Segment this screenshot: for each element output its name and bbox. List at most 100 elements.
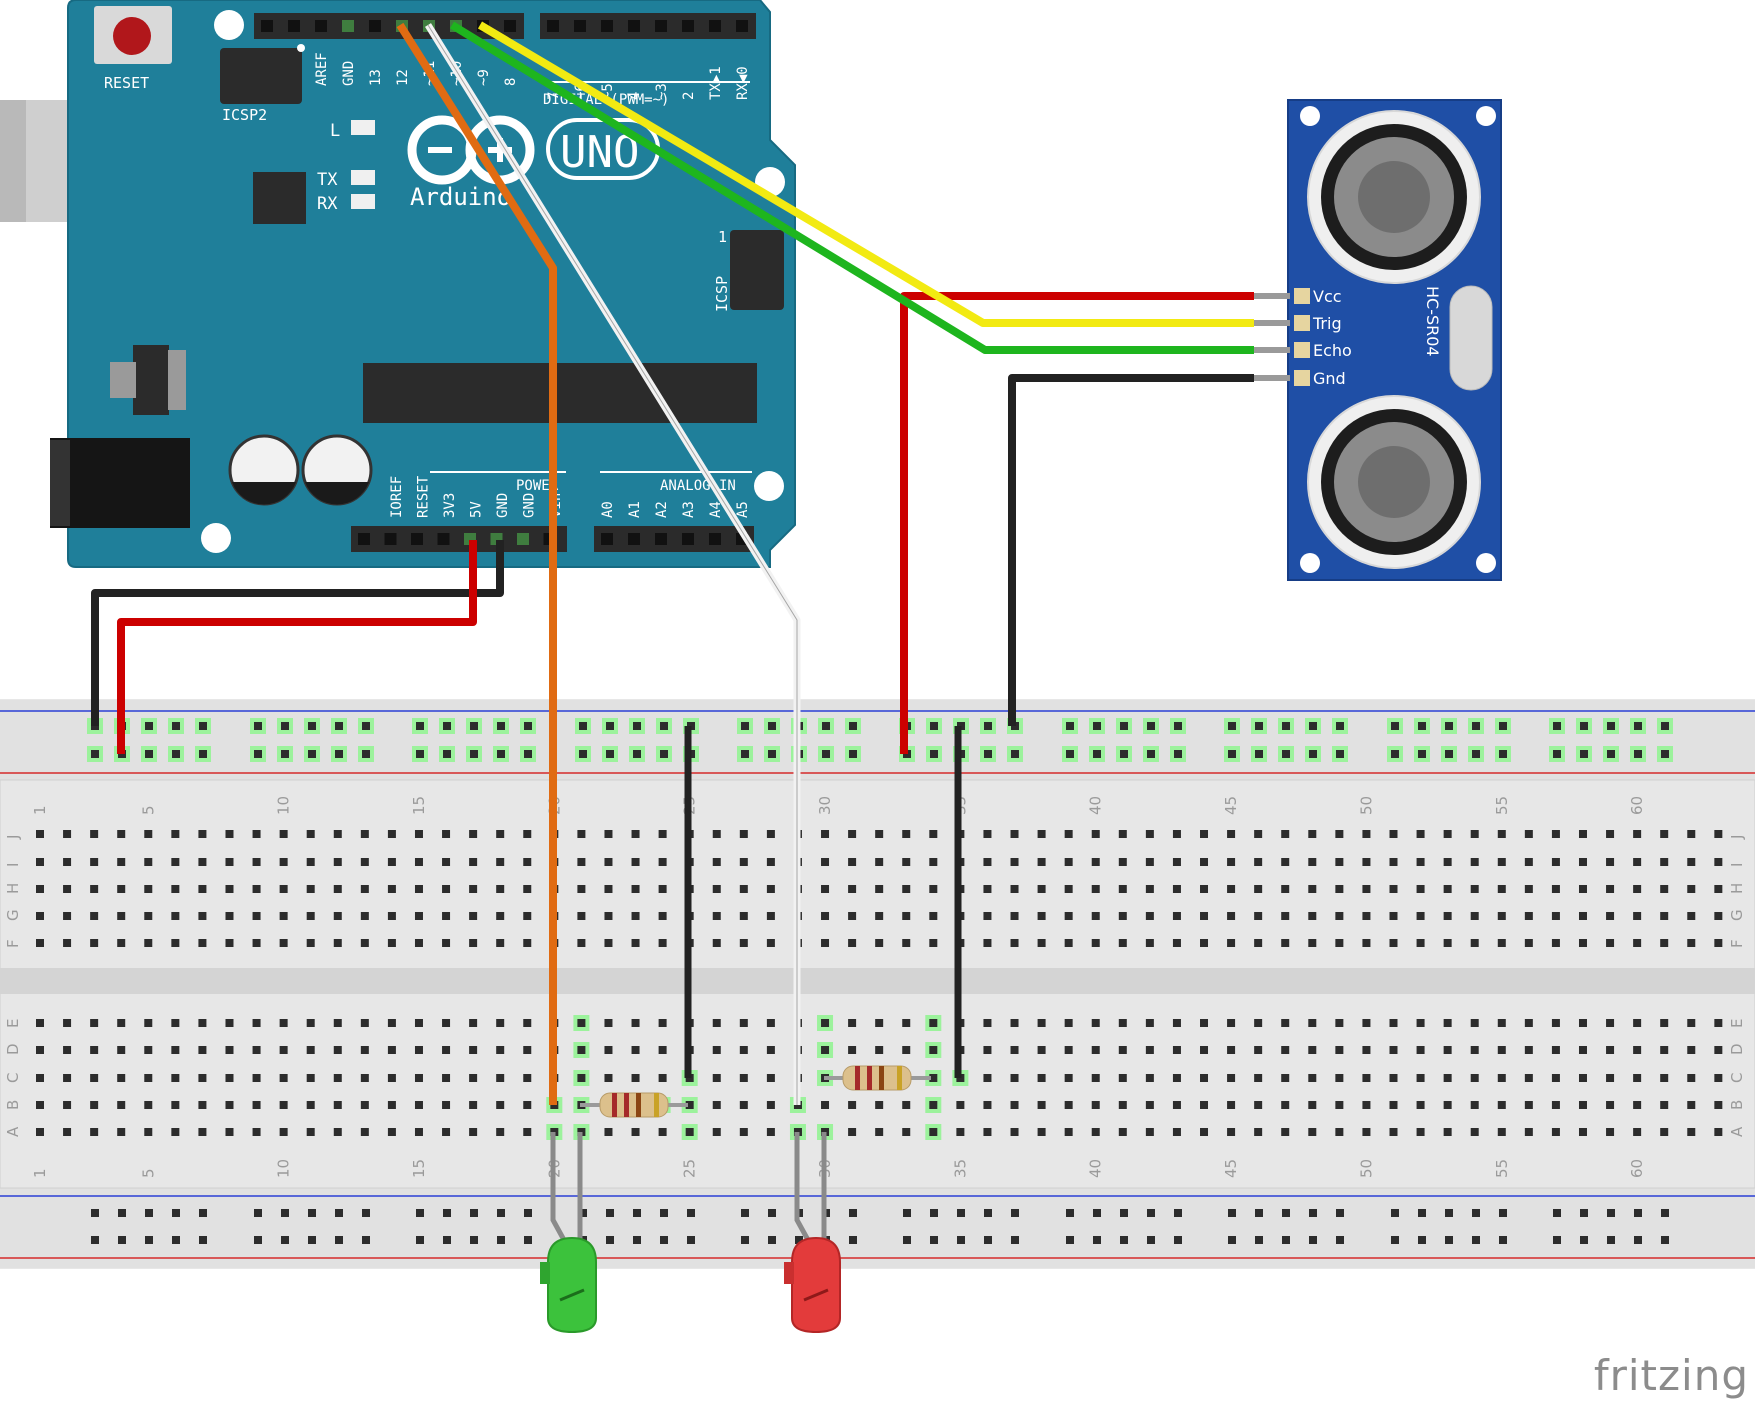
breadboard-hole — [333, 885, 342, 893]
analog-pin-hole[interactable] — [709, 533, 721, 545]
breadboard-hole — [1308, 939, 1317, 947]
power-pin-hole[interactable] — [384, 533, 397, 545]
breadboard-hole — [1524, 939, 1533, 947]
sensor-pin-pad[interactable] — [1294, 342, 1310, 358]
row-letter: F — [4, 939, 22, 948]
rail-hole — [1580, 1236, 1588, 1244]
breadboard-hole — [875, 1101, 884, 1109]
breadboard-hole — [604, 912, 613, 920]
digital-pin-hole[interactable] — [547, 20, 559, 32]
rail-hole — [1336, 722, 1344, 730]
power-pin-label: GND — [495, 493, 511, 518]
breadboard-hole — [1254, 1074, 1263, 1082]
breadboard-hole — [1335, 912, 1344, 920]
breadboard-hole — [1064, 1074, 1073, 1082]
digital-pin-hole[interactable] — [261, 20, 273, 32]
rail-hole — [362, 750, 370, 758]
breadboard-hole — [1578, 1101, 1587, 1109]
rail-hole — [984, 750, 992, 758]
rail-hole — [606, 1236, 614, 1244]
breadboard-hole — [360, 1074, 369, 1082]
rail-hole — [1661, 1236, 1669, 1244]
breadboard-hole — [496, 885, 505, 893]
digital-pin-hole[interactable] — [736, 20, 748, 32]
breadboard-hole — [1010, 830, 1019, 838]
breadboard-hole — [1687, 939, 1696, 947]
breadboard-hole — [90, 912, 99, 920]
power-header — [351, 526, 567, 552]
sensor-pin-pad[interactable] — [1294, 288, 1310, 304]
breadboard-hole — [306, 1074, 315, 1082]
breadboard-hole — [739, 1046, 748, 1054]
breadboard-hole — [306, 1101, 315, 1109]
power-pin-hole[interactable] — [517, 533, 529, 545]
breadboard-hole — [90, 1128, 99, 1136]
rail-hole — [362, 1236, 370, 1244]
breadboard-hole — [1687, 1101, 1696, 1109]
rail-hole — [1472, 1209, 1480, 1217]
breadboard-hole — [36, 1128, 44, 1136]
rail-hole — [1499, 722, 1507, 730]
digital-pin-hole[interactable] — [601, 20, 613, 32]
breadboard-hole — [1714, 1019, 1723, 1027]
breadboard-hole — [1227, 1019, 1236, 1027]
transducer-top — [1307, 110, 1481, 284]
digital-pin-hole[interactable] — [574, 20, 586, 32]
power-pin-hole[interactable] — [358, 533, 370, 545]
breadboard-hole — [1172, 1101, 1181, 1109]
digital-pin-hole[interactable] — [628, 20, 640, 32]
analog-pin-hole[interactable] — [628, 533, 640, 545]
digital-pin-hole[interactable] — [369, 20, 381, 32]
digital-pin-hole[interactable] — [315, 20, 327, 32]
power-pin-hole[interactable] — [437, 533, 450, 545]
rail-hole — [1093, 722, 1101, 730]
analog-pin-hole[interactable] — [682, 533, 694, 545]
breadboard-hole — [1172, 939, 1181, 947]
digital-pin-hole[interactable] — [682, 20, 694, 32]
breadboard-hole — [1254, 1046, 1263, 1054]
wire-pin12-green-led — [396, 22, 557, 1105]
breadboard-hole — [1687, 1128, 1696, 1136]
breadboard-hole — [387, 912, 396, 920]
power-pin-hole[interactable] — [411, 533, 423, 545]
breadboard-hole — [1145, 1074, 1154, 1082]
breadboard-hole — [766, 912, 775, 920]
rail-hole — [1472, 750, 1480, 758]
digital-pin-label: RX◀0 — [735, 66, 751, 100]
analog-pin-hole[interactable] — [655, 533, 667, 545]
breadboard-hole — [1010, 885, 1019, 893]
breadboard-hole — [1416, 1101, 1425, 1109]
analog-pin-hole[interactable] — [601, 533, 613, 545]
breadboard-hole — [360, 830, 369, 838]
digital-pin-hole[interactable] — [342, 20, 354, 32]
breadboard-hole — [1145, 1046, 1154, 1054]
rail-hole — [984, 722, 992, 730]
breadboard-hole — [171, 939, 180, 947]
breadboard-hole — [604, 1074, 613, 1082]
digital-pin-hole[interactable] — [288, 20, 300, 32]
breadboard-hole — [333, 1128, 342, 1136]
digital-pin-hole[interactable] — [709, 20, 721, 32]
sensor-pin-pad[interactable] — [1294, 315, 1310, 331]
breadboard-hole — [1551, 858, 1560, 866]
column-number: 40 — [1087, 796, 1105, 815]
row-letter: J — [4, 835, 22, 840]
breadboard-hole — [333, 1046, 342, 1054]
rail-hole — [1391, 750, 1399, 758]
breadboard-hole — [333, 1101, 342, 1109]
breadboard-hole — [1524, 858, 1533, 866]
breadboard-hole — [1497, 912, 1506, 920]
digital-pin-hole[interactable] — [504, 20, 516, 32]
rail-hole — [1418, 1236, 1426, 1244]
column-number: 50 — [1357, 796, 1375, 815]
digital-pin-hole[interactable] — [655, 20, 667, 32]
breadboard-hole — [956, 1128, 965, 1136]
breadboard-hole — [1551, 1019, 1560, 1027]
voltage-regulator — [133, 345, 169, 415]
sensor-pin-pad[interactable] — [1294, 370, 1310, 386]
breadboard-hole — [252, 912, 261, 920]
rail-hole — [1255, 722, 1263, 730]
breadboard-hole — [1010, 1074, 1019, 1082]
column-number: 60 — [1628, 1159, 1646, 1178]
